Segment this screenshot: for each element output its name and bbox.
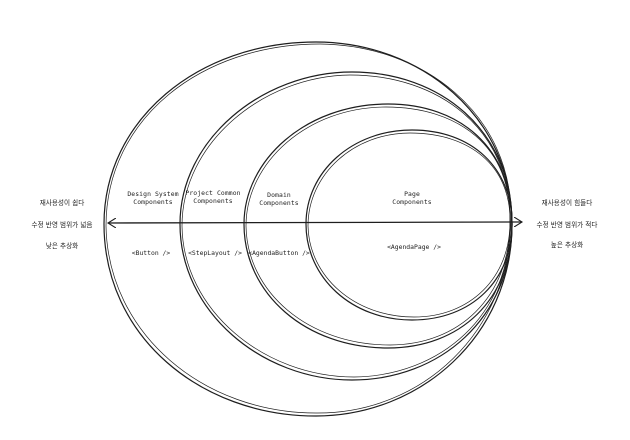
ellipse-project-common (179, 71, 513, 381)
axis-arrow (108, 222, 522, 223)
example-domain: <AgendaButton /> (248, 249, 310, 257)
left-abstraction: 낮은 추상화 (45, 242, 79, 250)
label-page: Page Components (392, 190, 432, 206)
ellipse-page (305, 129, 513, 321)
example-page: <AgendaPage /> (387, 243, 441, 251)
example-design-system: <Button /> (131, 249, 171, 257)
label-design-system: Design System Components (127, 190, 179, 206)
left-reuse: 재사용성이 쉽다 (39, 199, 85, 207)
example-project-common: <StepLayout /> (188, 249, 242, 257)
label-project-common: Project Common Components (185, 189, 241, 205)
right-reuse: 재사용성이 힘들다 (541, 199, 593, 207)
label-domain: Domain Components (259, 191, 299, 207)
right-abstraction: 높은 추상화 (550, 241, 584, 249)
ellipse-design-system (103, 41, 513, 417)
ellipse-domain (243, 103, 513, 349)
left-change-scope: 수정 반영 범위가 넓음 (31, 221, 93, 229)
right-change-scope: 수정 반영 범위가 적다 (536, 221, 598, 229)
